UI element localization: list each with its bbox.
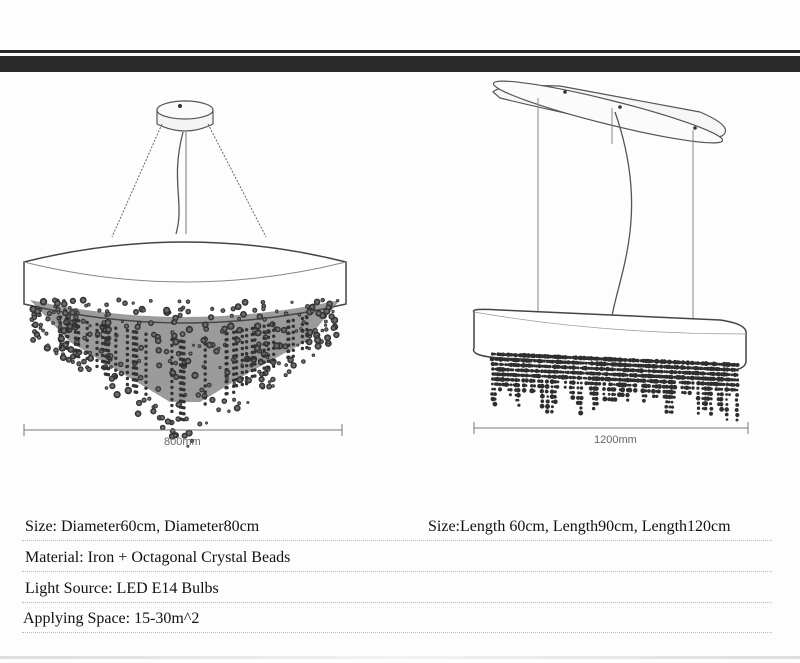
round-dimension-label: 800mm xyxy=(164,436,201,448)
spec-divider xyxy=(22,540,772,541)
footer-line xyxy=(0,656,800,659)
spec-applying-space: Applying Space: 15-30m^2 xyxy=(23,610,200,627)
spec-divider xyxy=(22,602,772,603)
spec-light-source: Light Source: LED E14 Bulbs xyxy=(25,580,219,597)
oval-dimension-line xyxy=(473,422,749,434)
spec-divider xyxy=(22,571,772,572)
product-drawings xyxy=(23,80,749,448)
header-bar xyxy=(0,56,800,72)
oval-dimension-label: 1200mm xyxy=(594,434,637,446)
spec-size-round: Size: Diameter60cm, Diameter80cm xyxy=(25,518,260,535)
round-dimension-line xyxy=(23,424,343,436)
spec-divider xyxy=(22,632,772,633)
oval-chandelier xyxy=(472,80,747,422)
round-chandelier xyxy=(23,100,347,448)
header-thin-bar xyxy=(0,50,800,53)
spec-material: Material: Iron + Octagonal Crystal Beads xyxy=(25,549,291,566)
spec-size-oval: Size:Length 60cm, Length90cm, Length120c… xyxy=(428,518,731,535)
